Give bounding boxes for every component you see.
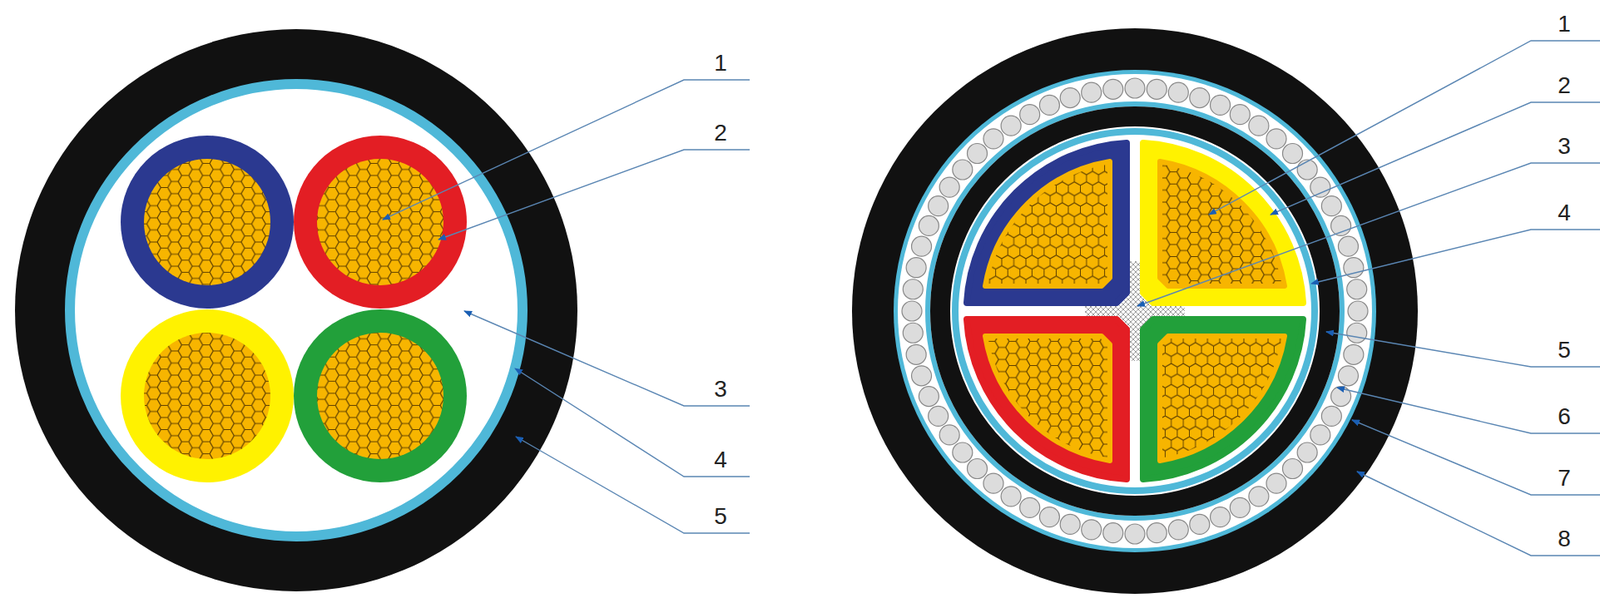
armour-wire <box>1000 486 1021 507</box>
armour-wire <box>1168 520 1189 540</box>
armour-wire <box>1210 507 1231 528</box>
armour-wire <box>1229 104 1250 125</box>
armour-wire <box>1124 524 1145 545</box>
armour-wire <box>1297 159 1318 180</box>
callout-number: 1 <box>1557 10 1571 38</box>
armour-wire <box>1146 523 1167 544</box>
armour-wire <box>928 196 949 217</box>
callout-number: 6 <box>1557 403 1571 431</box>
armour-wire <box>1310 425 1331 446</box>
armour-wire <box>983 473 1004 494</box>
armour-wire <box>1000 115 1021 136</box>
callout-number: 5 <box>713 503 728 531</box>
armour-wire <box>911 366 932 387</box>
armour-wire <box>1337 236 1358 257</box>
armour-wire <box>1347 322 1368 343</box>
armour-wire <box>1248 115 1269 136</box>
armour-wire <box>928 406 949 427</box>
armour-wire <box>1321 406 1342 427</box>
armour-wire <box>1020 497 1041 518</box>
callout-number: 8 <box>1557 525 1571 553</box>
callout-number: 2 <box>713 119 728 147</box>
armour-wire <box>952 442 973 463</box>
callout-number: 4 <box>1557 199 1571 227</box>
armour-wire <box>1347 279 1368 300</box>
armour-wire <box>1039 507 1060 528</box>
armour-wire <box>1282 143 1303 164</box>
armour-wire <box>952 159 973 180</box>
armour-wire <box>1189 88 1210 109</box>
armour-wire <box>902 279 923 300</box>
armour-wire <box>918 215 939 236</box>
armour-wire <box>1039 94 1060 115</box>
armour-wire <box>1343 344 1364 365</box>
armour-wire <box>1060 514 1080 535</box>
cable-left <box>14 29 578 592</box>
leader-lines <box>382 40 1600 556</box>
armour-wire <box>1081 520 1102 540</box>
armour-wire <box>1266 128 1287 149</box>
armour-wire <box>1103 523 1124 544</box>
callout-number: 2 <box>1557 72 1571 100</box>
armour-wire <box>1210 94 1231 115</box>
armour-wire <box>1331 215 1352 236</box>
armour-wire <box>983 128 1004 149</box>
armour-wire <box>902 322 923 343</box>
armour-wire <box>1282 459 1303 480</box>
cable-right <box>852 28 1418 595</box>
armour-wire <box>1331 386 1352 407</box>
callout-number: 4 <box>713 446 728 474</box>
armour-wire <box>967 143 988 164</box>
armour-wire <box>1146 79 1167 100</box>
armour-wire <box>1310 177 1331 198</box>
armour-wire <box>939 425 960 446</box>
armour-wire <box>1248 486 1269 507</box>
armour-wire <box>1229 497 1250 518</box>
armour-wire <box>1124 78 1145 99</box>
armour-wire <box>906 344 927 365</box>
armour-wire <box>1266 473 1287 494</box>
armour-wire <box>901 301 922 322</box>
armour-wire <box>1103 79 1124 100</box>
armour-wire <box>939 177 960 198</box>
armour-wire <box>906 257 927 278</box>
armour-wire <box>1347 301 1368 322</box>
callout-number: 3 <box>713 376 728 403</box>
callout-number: 3 <box>1557 133 1571 160</box>
callout-number: 1 <box>713 49 728 77</box>
armour-wire <box>1060 88 1080 109</box>
armour-wire <box>1189 514 1210 535</box>
callout-number: 5 <box>1557 336 1571 364</box>
armour-wire <box>911 236 932 257</box>
armour-wire <box>1297 442 1318 463</box>
armour-wire <box>967 459 988 480</box>
armour-wire <box>1081 82 1102 103</box>
armour-wire <box>1020 104 1041 125</box>
armour-wire <box>1337 366 1358 387</box>
armour-wire <box>1168 82 1189 103</box>
callout-number: 7 <box>1557 465 1571 492</box>
armour-wire <box>1321 196 1342 217</box>
armour-wires <box>901 78 1368 545</box>
armour-wire <box>918 386 939 407</box>
